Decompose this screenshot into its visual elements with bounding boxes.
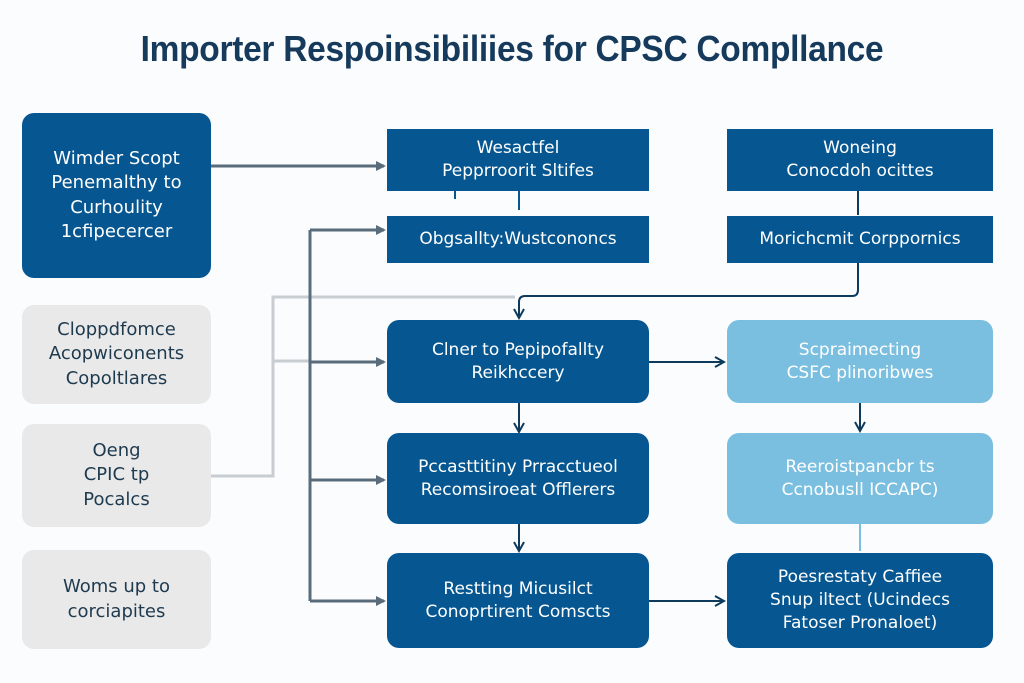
box-text-line: Wesactfel <box>476 138 560 159</box>
box-text-line: Copoltlares <box>65 367 168 389</box>
box-text-line: Oeng <box>92 440 141 462</box>
box-text-line: Obgsallty:Wustcononcs <box>419 229 617 250</box>
connector-morichcmit-to-clner <box>519 263 859 318</box>
box-scope[interactable]: Wimder Scopt Penemalthy to Curhoulity 1c… <box>22 113 211 278</box>
box-text-line: Wimder Scopt <box>53 147 180 169</box>
box-text-line: Penemalthy to <box>51 172 182 194</box>
box-text-line: Ccnobusll ICCAPC) <box>781 479 939 500</box>
box-text-line: Conocdoh ocittes <box>786 161 934 181</box>
box-text-line: CSFC plinoribwes <box>786 362 934 383</box>
box-text-line: Pocalcs <box>83 488 150 510</box>
box-text-line: Cloppdfomce <box>57 319 176 341</box>
box-text-line: Recomsiroeat Offlerers <box>420 479 616 500</box>
box-text-line: Snup iltect (Ucindecs <box>770 590 950 611</box>
box-text-line: Conoprtirent Comscts <box>425 601 611 622</box>
box-pccasttitiny[interactable]: Pccasttitiny Prracctueol Recomsiroeat Of… <box>387 433 649 524</box>
box-cpic[interactable]: Oeng CPIC tp Pocalcs <box>22 424 211 527</box>
box-text-line: Woms up to <box>62 576 170 598</box>
box-scpraimecting[interactable]: Scpraimecting CSFC plinoribwes <box>727 320 993 403</box>
box-text-line: Restting Micusilct <box>443 578 593 599</box>
box-compliance[interactable]: Cloppdfomce Acopwiconents Copoltlares <box>22 305 211 404</box>
box-reeroistpanc[interactable]: Reeroistpancbr ts Ccnobusll ICCAPC) <box>727 433 993 524</box>
box-woms[interactable]: Woms up to corciapites <box>22 550 211 649</box>
box-text-line: Curhoulity <box>70 196 163 218</box>
box-restting[interactable]: Restting Micusilct Conoprtirent Comscts <box>387 553 649 648</box>
box-text-line: Morichcmit Corppornics <box>759 229 961 250</box>
box-text-line: Reikhccery <box>471 362 565 383</box>
box-text-line: Poesrestaty Caffiee <box>777 567 943 588</box>
box-text-line: corciapites <box>67 600 166 622</box>
box-text-line: Clner to Pepipofallty <box>431 339 605 360</box>
box-woneing[interactable]: Woneing Conocdoh ocittes <box>727 129 993 191</box>
box-text-line: Acopwiconents <box>48 343 185 365</box>
connector-cpic-to-trunk <box>211 295 515 478</box>
box-text-line: Reeroistpancbr ts <box>785 456 935 477</box>
box-clner[interactable]: Clner to Pepipofallty Reikhccery <box>387 320 649 403</box>
box-text-line: Fatoser Pronaloet) <box>782 612 938 633</box>
box-obgsallty[interactable]: Obgsallty:Wustcononcs <box>387 216 649 263</box>
box-morichcmit[interactable]: Morichcmit Corppornics <box>727 216 993 263</box>
box-text-line: Pepprroorit Sltifes <box>442 161 594 181</box>
diagram-title: Importer Respoinsibiliies for CPSC Compl… <box>140 28 884 69</box>
box-text-line: Pccasttitiny Prracctueol <box>418 456 618 477</box>
box-text-line: 1cfipecercer <box>60 220 173 242</box>
box-text-line: Woneing <box>823 138 897 159</box>
box-text-line: Scpraimecting <box>798 339 922 360</box>
box-wesactfel[interactable]: Wesactfel Pepprroorit Sltifes <box>387 129 649 191</box>
box-text-line: CPIC tp <box>83 464 150 486</box>
box-poesrestaty[interactable]: Poesrestaty Caffiee Snup iltect (Ucindec… <box>727 553 993 648</box>
